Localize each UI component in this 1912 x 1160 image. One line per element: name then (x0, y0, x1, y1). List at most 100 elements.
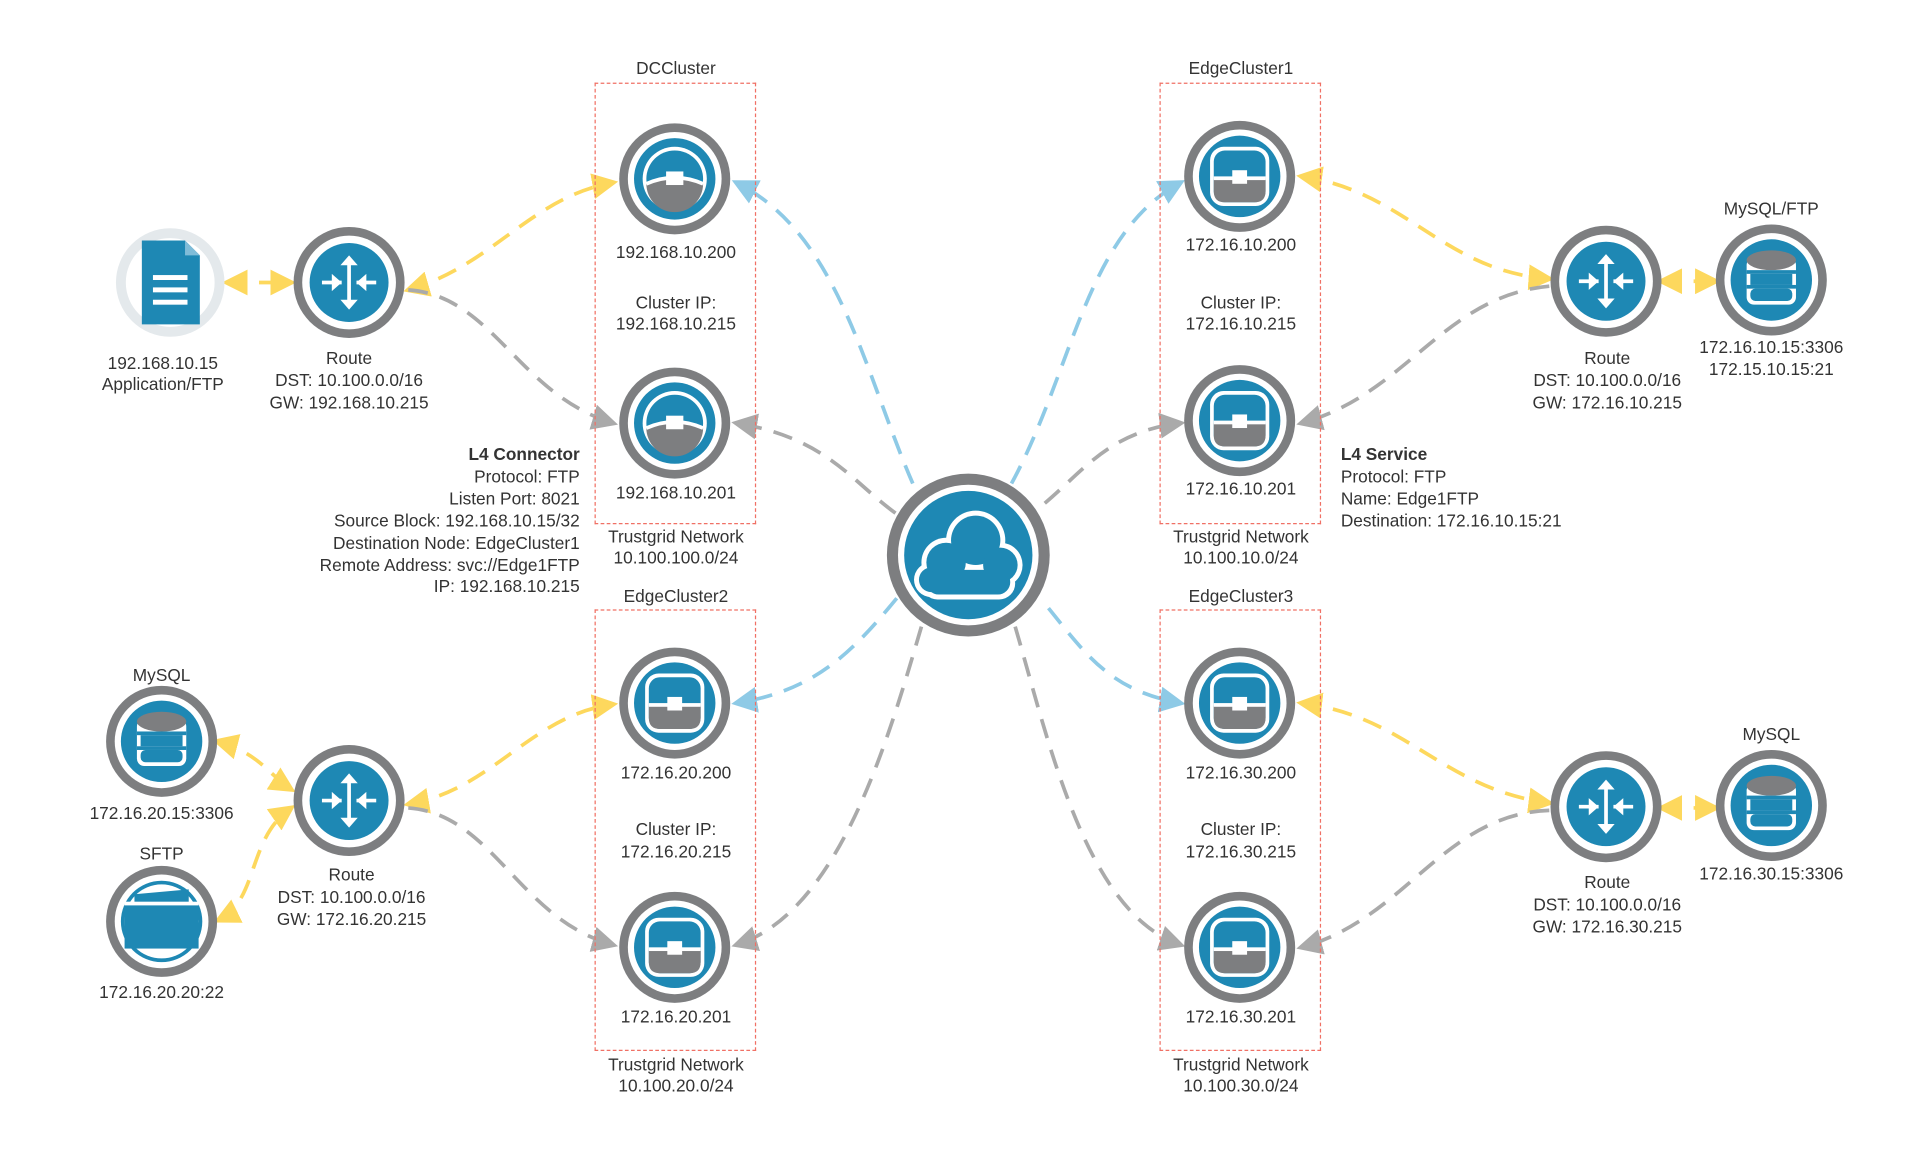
cluster-ip-edge1: 172.16.10.215 (1185, 313, 1297, 334)
link-cloud-dc200 (731, 180, 915, 485)
route-dst-edge1: DST: 10.100.0.0/16 (1533, 370, 1682, 390)
link-edge1-200-route (1296, 166, 1555, 291)
database-icon (1746, 250, 1796, 305)
link-mysql-route2 (212, 734, 296, 793)
gateway-icon (642, 391, 707, 457)
connector-title-text: L4 Connector (468, 444, 580, 464)
cluster-title-edge2: EdgeCluster2 (623, 585, 729, 606)
cluster-box-edge2 (594, 609, 757, 1051)
mysql3-addr: 172.16.30.15:3306 (1699, 863, 1844, 884)
cloud-icon (914, 510, 1023, 600)
connector-remote-address: Remote Address: svc://Edge1FTP (319, 555, 580, 575)
cluster-ip-label-edge2: Cluster IP: (635, 819, 717, 839)
cluster-ip-label-dc: Cluster IP: (635, 292, 717, 313)
service-protocol: Protocol: FTP (1340, 466, 1447, 486)
route-gw-edge3: GW: 172.16.30.215 (1532, 916, 1682, 937)
route-dst-edge3: DST: 10.100.0.0/16 (1533, 894, 1682, 915)
router-icon (321, 255, 377, 310)
mysql-ftp-addr2: 172.15.10.15:21 (1708, 358, 1834, 379)
link-route3-edge3-201 (1296, 808, 1550, 955)
network-cidr-dc: 10.100.100.0/24 (613, 547, 739, 568)
route-gw-edge2: GW: 172.16.20.215 (276, 909, 427, 929)
sftp-addr: 172.16.20.20:22 (99, 981, 225, 1002)
app-name: Application/FTP (101, 373, 224, 394)
node-ip-edge1-200: 172.16.10.200 (1185, 234, 1297, 255)
network-label-dc: Trustgrid Network (608, 526, 744, 547)
route-label-edge2: Route (328, 864, 375, 885)
node-ip-dc-201: 192.168.10.201 (615, 482, 736, 503)
connector-protocol: Protocol: FTP (474, 466, 580, 486)
connector-destination-node: Destination Node: EdgeCluster1 (333, 532, 580, 553)
gateway-icon (642, 146, 707, 213)
service-name: Name: Edge1FTP (1340, 488, 1480, 509)
connector-listen-port: Listen Port: 8021 (449, 488, 580, 509)
link-cloud-edge2-201 (731, 626, 924, 951)
connector-source-block: Source Block: 192.168.10.15/32 (333, 510, 580, 531)
link-cloud-edge2-200 (731, 597, 899, 713)
link-route2-edge2-201 (408, 806, 619, 952)
node-ip-edge3-200: 172.16.30.200 (1185, 762, 1297, 783)
mysql2-addr: 172.16.20.15:3306 (89, 803, 234, 823)
edge-device-icon (1210, 917, 1270, 977)
cluster-box-edge1 (1159, 82, 1322, 525)
route-label-dc: Route (326, 347, 373, 368)
node-ip-edge3-201: 172.16.30.201 (1185, 1006, 1297, 1027)
link-sftp-route2 (213, 804, 296, 923)
cluster-ip-dc: 192.168.10.215 (615, 313, 736, 334)
service-title-text: L4 Service (1340, 444, 1428, 464)
connector-title: L4 Connector (468, 443, 579, 465)
cluster-box-dc (594, 82, 757, 525)
mysql-ftp-addr1: 172.16.10.15:3306 (1699, 336, 1844, 357)
network-cidr-edge1: 10.100.10.0/24 (1183, 547, 1299, 568)
node-ip-edge2-201: 172.16.20.201 (620, 1006, 732, 1027)
router-icon (1578, 254, 1634, 309)
edge-device-icon (645, 673, 705, 733)
cluster-ip-edge3: 172.16.30.215 (1185, 841, 1297, 861)
router-icon (1578, 779, 1634, 834)
link-cloud-edge1-201 (1043, 412, 1186, 505)
sftp-title: SFTP (139, 843, 184, 864)
cluster-title-edge3: EdgeCluster3 (1188, 585, 1294, 606)
route-label-edge1: Route (1584, 347, 1631, 368)
edge-device-icon (1210, 391, 1270, 451)
link-cloud-dc201 (731, 413, 897, 515)
service-destination: Destination: 172.16.10.15:21 (1340, 510, 1562, 531)
node-ip-dc-200: 192.168.10.200 (615, 241, 736, 262)
document-icon (141, 240, 200, 325)
node-ip-edge2-200: 172.16.20.200 (620, 762, 732, 783)
cluster-box-edge3 (1159, 609, 1322, 1051)
edge-device-icon (1210, 146, 1270, 206)
network-cidr-edge2: 10.100.20.0/24 (618, 1075, 734, 1096)
edge-device-icon (645, 917, 705, 977)
mysql3-title: MySQL (1742, 724, 1801, 744)
route-dst-edge2: DST: 10.100.0.0/16 (277, 886, 426, 907)
cluster-title-edge1: EdgeCluster1 (1188, 57, 1294, 78)
cluster-ip-edge2: 172.16.20.215 (620, 841, 732, 861)
database-icon (136, 711, 187, 767)
link-route-dc201 (408, 288, 619, 430)
app-ip: 192.168.10.15 (107, 352, 219, 373)
link-route-dc200 (403, 173, 619, 297)
route-gw-dc: GW: 192.168.10.215 (269, 392, 429, 412)
link-cloud-edge3-200 (1047, 606, 1186, 713)
service-title: L4 Service (1341, 443, 1427, 465)
node-ip-edge1-201: 172.16.10.201 (1185, 478, 1297, 499)
link-cloud-edge3-201 (1013, 626, 1186, 951)
mysql-ftp-title: MySQL/FTP (1723, 198, 1819, 219)
network-label-edge2: Trustgrid Network (608, 1054, 744, 1075)
connector-ip: IP: 192.168.10.215 (433, 576, 580, 596)
link-route1-edge1-201 (1296, 284, 1550, 431)
route-label-edge3: Route (1584, 872, 1631, 892)
cluster-ip-label-edge1: Cluster IP: (1200, 292, 1282, 313)
route-dst-dc: DST: 10.100.0.0/16 (275, 370, 424, 390)
network-label-edge3: Trustgrid Network (1173, 1054, 1309, 1075)
link-cloud-edge1-200 (1009, 180, 1186, 485)
link-route2-edge2-200 (403, 694, 619, 814)
route-gw-edge1: GW: 172.16.10.215 (1532, 392, 1682, 412)
router-icon (321, 773, 377, 828)
network-label-edge1: Trustgrid Network (1173, 526, 1309, 547)
network-cidr-edge3: 10.100.30.0/24 (1183, 1075, 1299, 1096)
database-icon (1746, 775, 1796, 831)
